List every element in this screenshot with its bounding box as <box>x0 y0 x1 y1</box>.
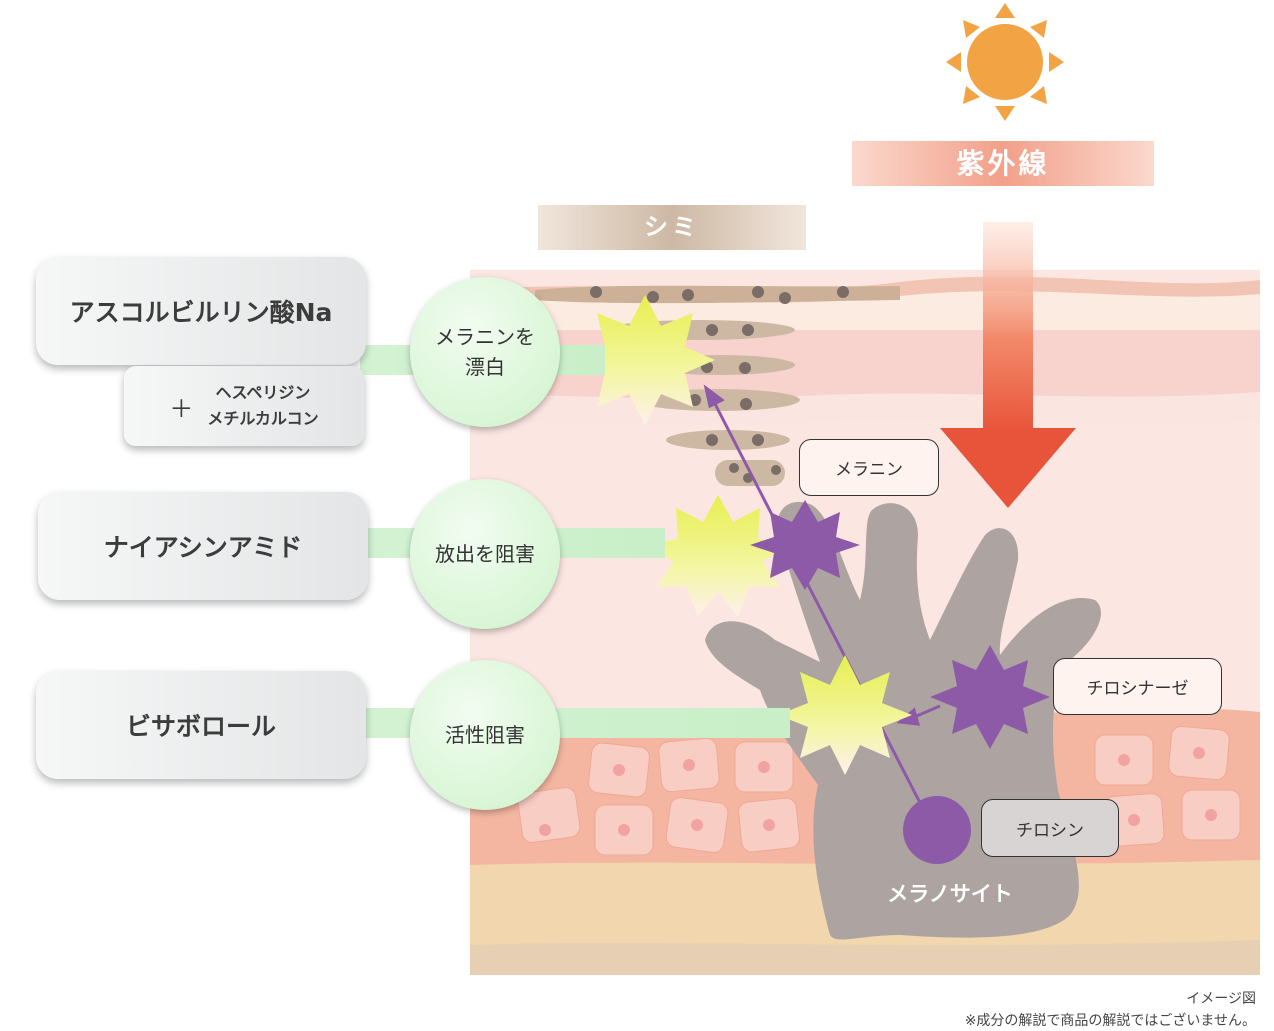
effect-line1: メラニンを <box>435 325 535 349</box>
tyrosinase-tag: チロシナーゼ <box>1053 658 1222 715</box>
tyrosine-dot <box>903 796 971 864</box>
melanocyte-label: メラノサイト <box>887 882 1013 906</box>
plus-sign: ＋ <box>169 394 194 423</box>
sun-icon <box>946 3 1064 121</box>
uv-arrow-icon <box>940 222 1076 508</box>
spot-label-bar <box>538 205 806 250</box>
ingredient-name: ナイアシンアミド <box>103 533 303 562</box>
ingredient-sub-pill: ＋ ヘスペリジン メチルカルコン <box>124 366 364 446</box>
spot-label: シミ <box>644 213 700 241</box>
ingredient-pill-bisabolol: ビサボロール <box>36 671 366 779</box>
ingredient-pill-ascorbyl: アスコルビルリン酸Na <box>36 257 366 365</box>
uv-label: 紫外線 <box>956 147 1050 180</box>
effect-label: 活性阻害 <box>445 723 525 747</box>
uv-label-bar <box>852 141 1154 186</box>
ingredient-sub-line1: ヘスペリジン <box>215 383 311 402</box>
ingredient-name: アスコルビルリン酸Na <box>69 298 333 327</box>
ingredient-sub-line2: メチルカルコン <box>207 409 319 428</box>
effect-line2: 漂白 <box>465 355 505 379</box>
image-note: イメージ図 <box>1186 991 1256 1007</box>
disclaimer: ※成分の解説で商品の解説ではございません。 <box>964 1013 1256 1029</box>
tyrosinase-starburst <box>750 500 1050 749</box>
ingredient-pill-niacinamide: ナイアシンアミド <box>38 492 368 600</box>
effect-circle-activity: 活性阻害 <box>410 660 560 810</box>
effect-circle-bleach: メラニンを 漂白 <box>410 277 560 427</box>
starburst-icon <box>575 295 912 775</box>
effect-label: 放出を阻害 <box>435 542 535 566</box>
effect-circle-release: 放出を阻害 <box>410 479 560 629</box>
tyrosine-tag: チロシン <box>981 799 1119 857</box>
melanin-tag: メラニン <box>799 439 939 496</box>
ingredient-name: ビサボロール <box>125 712 276 741</box>
